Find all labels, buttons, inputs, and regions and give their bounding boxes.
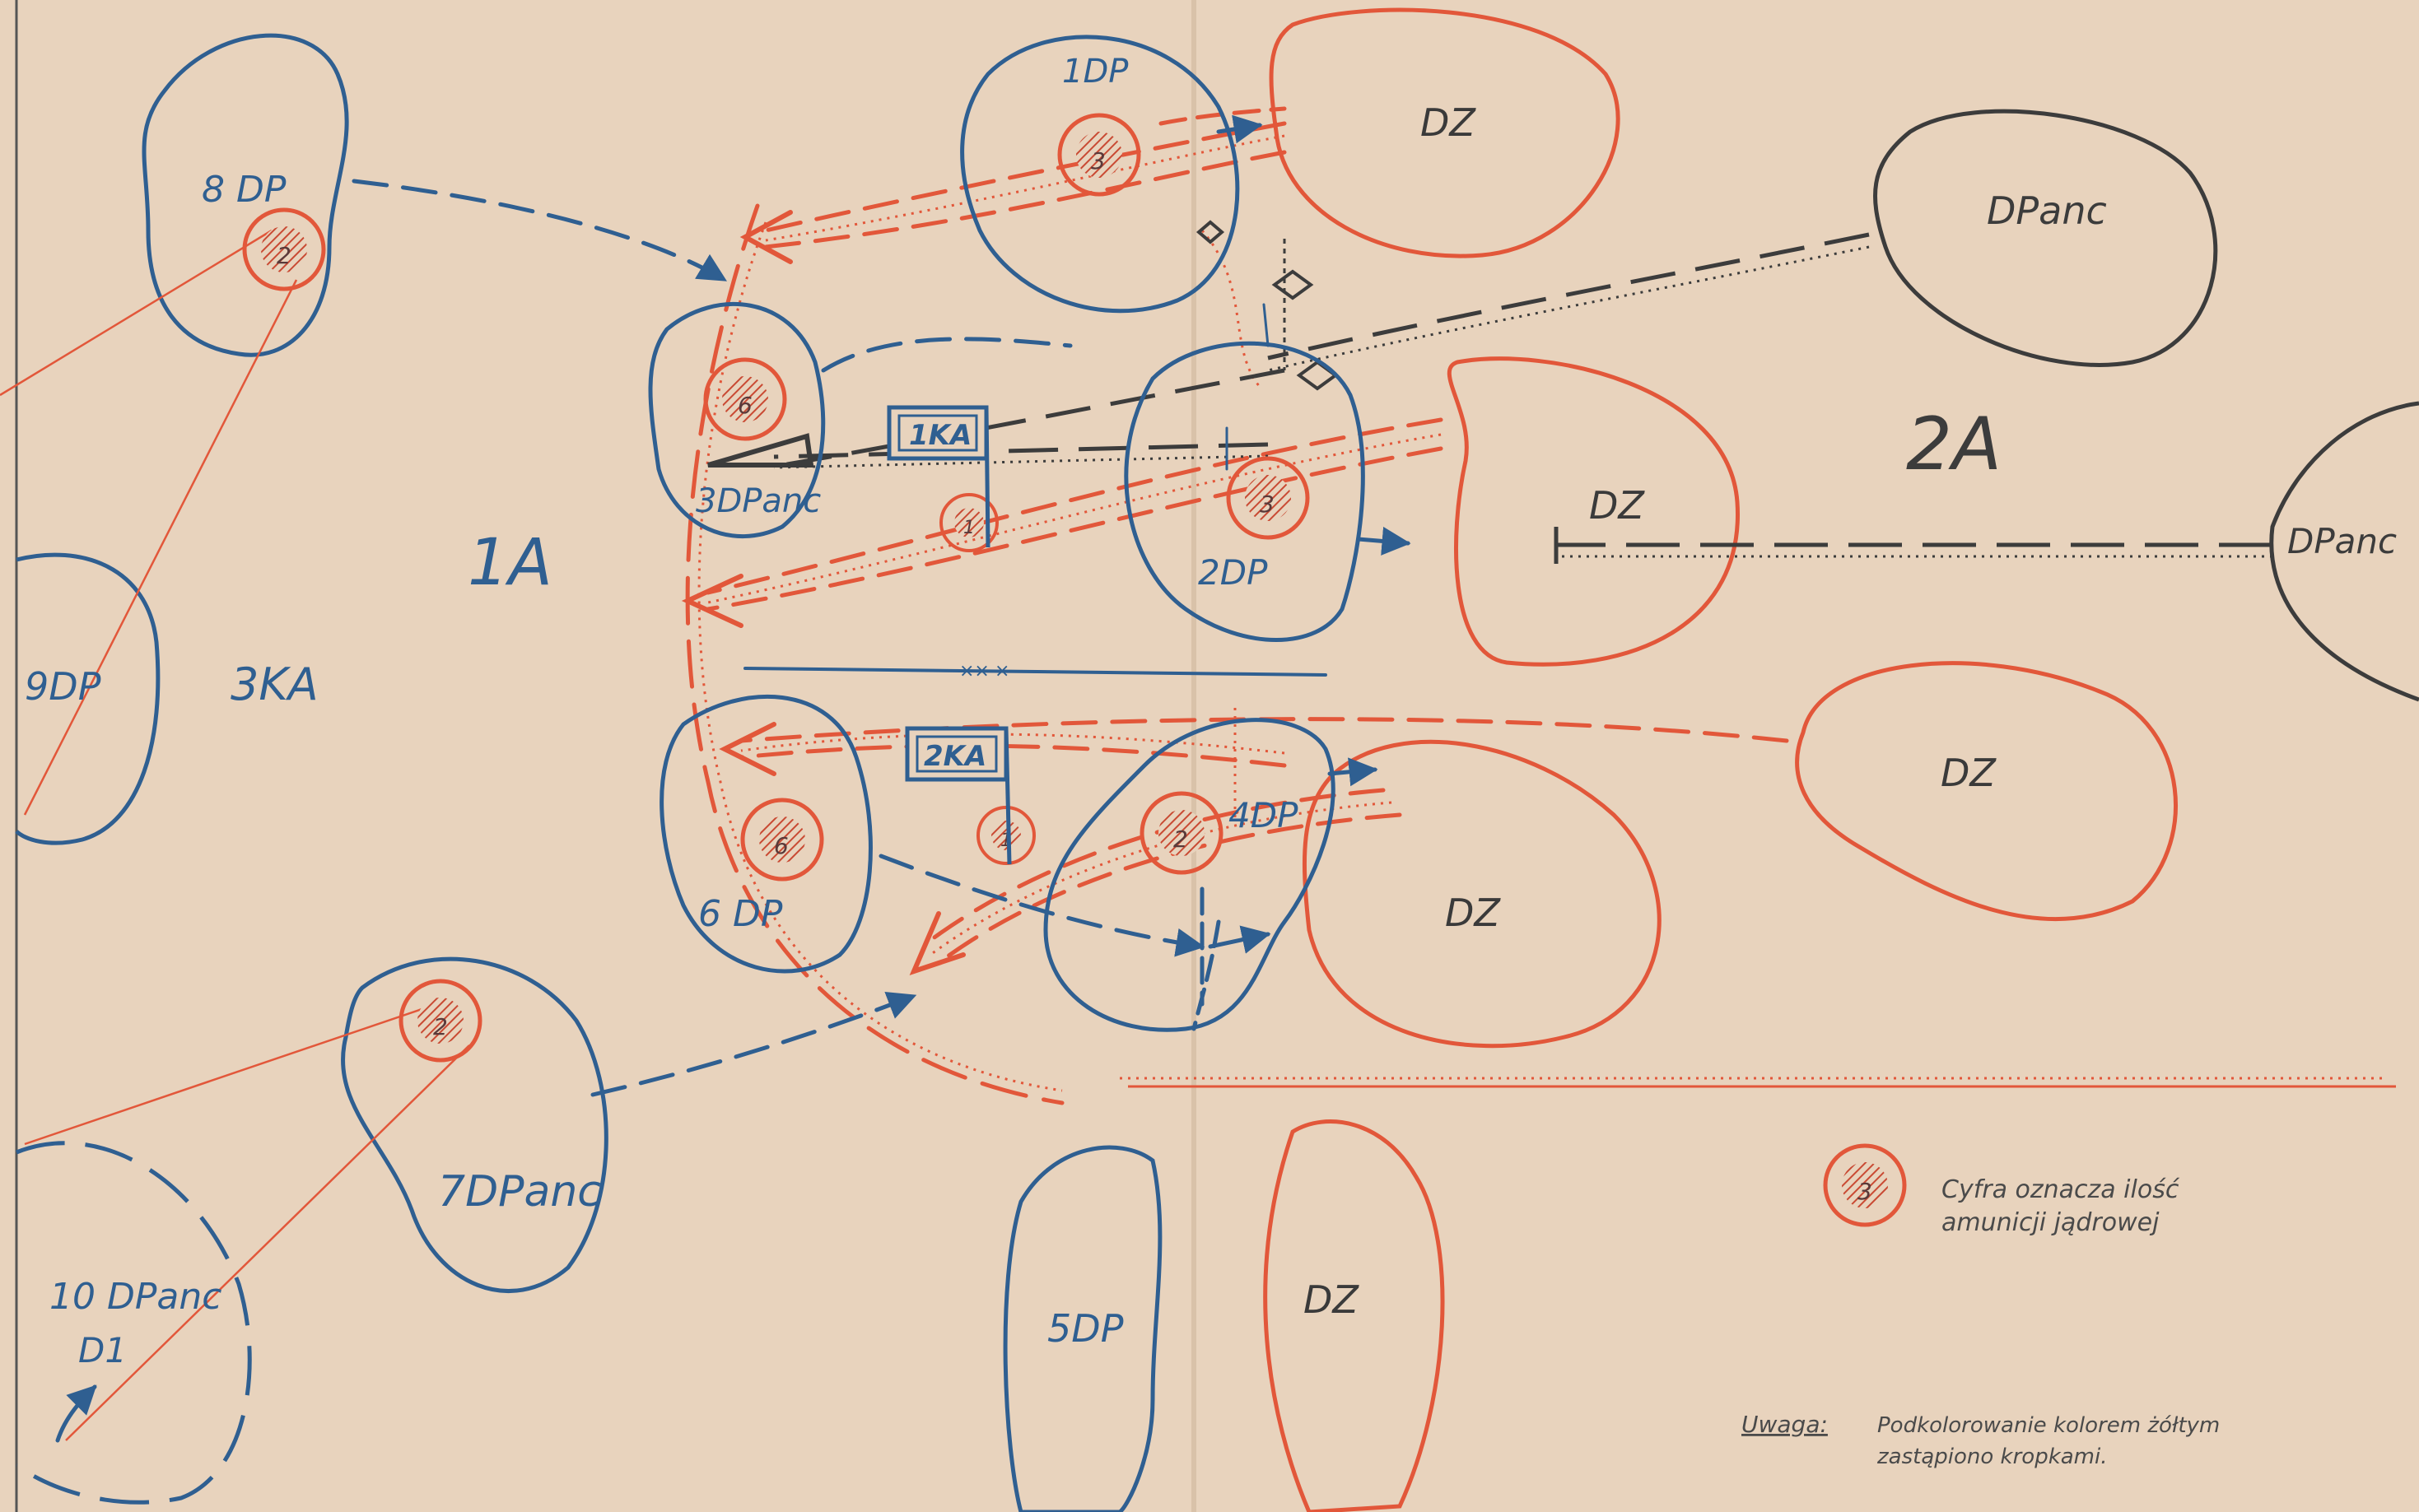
army-label-2a: 2A [1906, 402, 2002, 486]
svg-text:3: 3 [1260, 491, 1275, 518]
ammo-dp8: 2 [242, 207, 326, 291]
flag-2ka: 2KA [905, 726, 1012, 865]
dz-label-center: DZ [1445, 891, 1501, 935]
flag-1ka: 1KA [887, 405, 990, 548]
boundary-mark: ×× [959, 661, 990, 682]
dpanc-area-right [2269, 401, 2419, 702]
dark-arrows [707, 220, 2272, 564]
dz-label-top: DZ [1420, 100, 1476, 145]
svg-text:1KA: 1KA [909, 419, 972, 452]
unit-label-2dp: 2DP [1198, 552, 1268, 593]
ammo-ka1: 1 [939, 493, 999, 552]
svg-text:3: 3 [1857, 1178, 1872, 1205]
ammo-legend-symbol: 3 [1823, 1143, 1907, 1227]
dpanc-label-top: DPanc [1987, 188, 2107, 233]
dp6-area [660, 694, 873, 974]
svg-text:2: 2 [277, 242, 291, 269]
dz-label-low: DZ [1303, 1277, 1359, 1322]
note-label: Uwaga: [1741, 1411, 1828, 1438]
nuclear-strike-lines [0, 229, 470, 1441]
unit-label-7dpanc: 7DPanc [438, 1167, 601, 1217]
dpanc-area-top [1873, 109, 2218, 367]
red-attack-arrows [681, 106, 1789, 1105]
unit-label-d1: D1 [78, 1330, 127, 1370]
ammo-dp4: 2 [1140, 791, 1223, 875]
corps-label-3ka: 3KA [231, 658, 319, 710]
dpanc10-area [15, 1141, 252, 1505]
svg-text:6: 6 [774, 832, 789, 859]
dz-area-right [1795, 661, 2178, 922]
unit-label-4dp: 4DP [1228, 795, 1298, 835]
unit-label-3dpanc: 3DPanc [696, 482, 821, 520]
dp4-area [1043, 718, 1335, 1032]
boundary-mark-2: × [995, 661, 1009, 682]
unit-label-9dp: 9DP [25, 664, 101, 709]
dpanc7-area [340, 956, 608, 1293]
dz-area-mid [1447, 356, 1740, 667]
dp8-area [142, 33, 349, 357]
legend-line-1: Cyfra oznacza ilość [1941, 1175, 2180, 1204]
army-label-1a: 1A [468, 526, 552, 600]
dz-area-center [1302, 739, 1662, 1049]
unit-label-10dpanc: 10 DPanc [49, 1276, 221, 1318]
ammo-dpanc7: 2 [399, 979, 482, 1063]
dp9-area [15, 552, 161, 845]
ammo-markers: 2 3 6 1 3 6 1 [242, 113, 1907, 1227]
ammo-dp6: 6 [740, 798, 824, 882]
note-line-2: zastąpiono kropkami. [1876, 1445, 2108, 1469]
svg-text:6: 6 [738, 392, 753, 419]
dp5-area [1003, 1145, 1163, 1512]
dark-enemy-areas [1873, 109, 2419, 702]
dz-label-mid: DZ [1589, 483, 1645, 528]
dz-area-bottom [1263, 1119, 1445, 1512]
blue-units-areas [15, 33, 1365, 1512]
dz-area-top [1269, 7, 1620, 258]
ammo-dpanc3: 6 [703, 357, 787, 441]
dark-dotted-lines [773, 245, 2272, 558]
dp1-area [960, 35, 1240, 314]
unit-label-8dp: 8 DP [202, 169, 287, 211]
svg-text:2: 2 [1173, 826, 1188, 853]
svg-text:1: 1 [963, 518, 975, 538]
dz-label-right: DZ [1941, 751, 1997, 795]
enemy-areas [1263, 7, 2178, 1512]
svg-text:2: 2 [433, 1013, 448, 1040]
note-line-1: Podkolorowanie kolorem żółtym [1877, 1413, 2220, 1438]
svg-text:3: 3 [1091, 147, 1106, 174]
dpanc-label-right: DPanc [2287, 521, 2397, 561]
svg-text:2KA: 2KA [924, 740, 986, 773]
ammo-dp2: 3 [1226, 456, 1310, 540]
unit-label-1dp: 1DP [1062, 53, 1129, 91]
dpanc3-area [648, 302, 826, 539]
unit-label-6dp: 6 DP [698, 893, 783, 935]
blue-axes [55, 114, 1411, 1443]
yellow-dotted-lines [697, 134, 2388, 1092]
dp2-area [1124, 341, 1365, 642]
ammo-dp1: 3 [1057, 113, 1141, 197]
unit-label-5dp: 5DP [1047, 1306, 1124, 1351]
legend-line-2: amunicji jądrowej [1941, 1208, 2160, 1237]
